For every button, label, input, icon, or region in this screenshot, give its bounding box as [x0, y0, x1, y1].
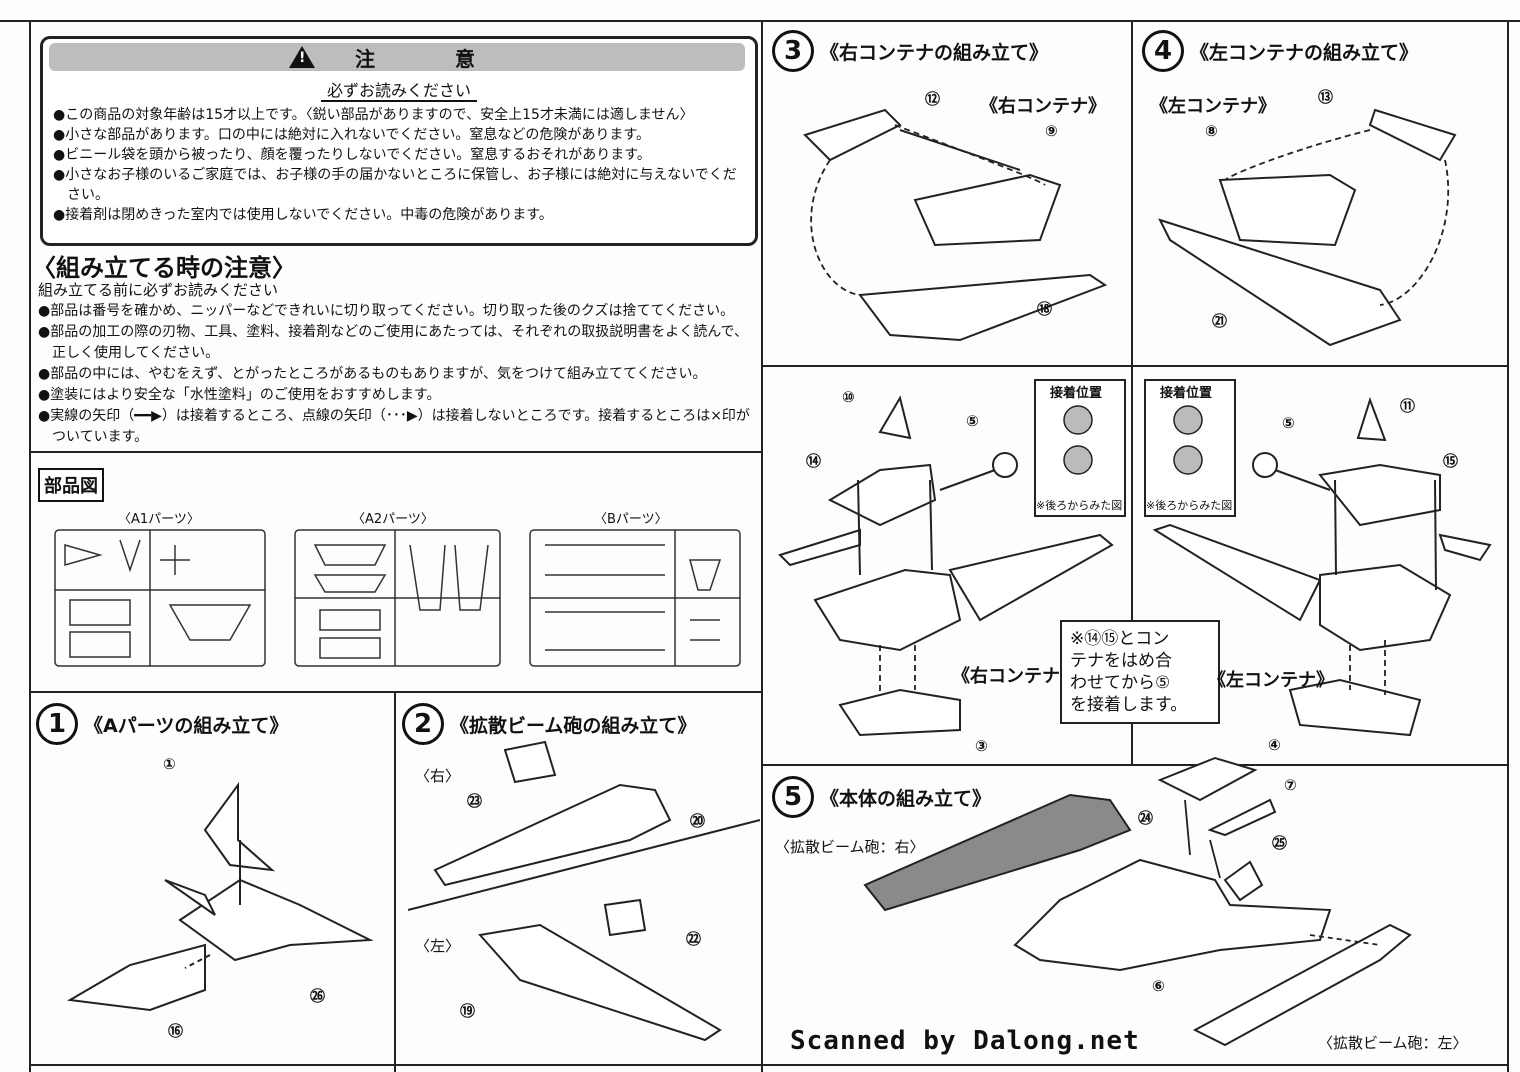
step3-part-18: ⑱	[1037, 300, 1053, 318]
assembly-note-item: ●部品は番号を確かめ、ニッパーなどできれいに切り取ってください。切り取った後のク…	[38, 303, 735, 319]
step3-subtitle: 《右コンテナ》	[980, 96, 1106, 117]
caution-box: 注 意 必ずお読みください ●この商品の対象年齢は15才以上です。〈鋭い部品があ…	[40, 36, 758, 246]
step2-left-label: 〈左〉	[415, 937, 461, 955]
step3-title: 《右コンテナの組み立て》	[820, 41, 1049, 64]
step2-part-22: ㉒	[686, 930, 702, 948]
step2-right-label: 〈右〉	[415, 767, 461, 785]
step5-header: 5 《本体の組み立て》	[772, 776, 991, 818]
caution-item: ●小さなお子様のいるご家庭では、お子様の手の届かないところに保管し、お子様には絶…	[53, 167, 737, 203]
step1-part-26: ㉖	[310, 987, 326, 1005]
step1-number: 1	[36, 703, 78, 745]
runner-a1-label: 〈A1パーツ〉	[118, 512, 200, 527]
assembly-note-item: ●塗装にはより安全な「水性塗料」のご使用をおすすめします。	[38, 387, 441, 403]
caution-header: 注 意	[49, 43, 745, 71]
warning-icon	[289, 46, 315, 68]
caution-title: 注 意	[355, 46, 505, 71]
assembly-notes-title: 〈組み立てる時の注意〉	[32, 254, 296, 282]
step2-header: 2 《拡散ビーム砲の組み立て》	[402, 703, 696, 745]
step5-number: 5	[772, 776, 814, 818]
step3-subtitle-2: 《右コンテナ》	[952, 666, 1078, 687]
step3-part-14: ⑭	[806, 452, 822, 470]
assembly-notes-subtitle: 組み立てる前に必ずお読みください	[38, 281, 279, 299]
assembly-note-item: ●部品の中には、やむをえず、とがったところがあるものもありますが、気をつけて組み…	[38, 366, 707, 382]
step3-part-3: ③	[975, 737, 988, 755]
step1-part-1: ①	[163, 755, 176, 773]
step3-header: 3 《右コンテナの組み立て》	[772, 30, 1048, 72]
step3-glue-label: 接着位置	[1050, 386, 1103, 401]
step3-part-10: ⑩	[842, 388, 855, 406]
callout-line: わせてから⑤	[1070, 673, 1171, 693]
assembly-notes: 組み立てる前に必ずお読みください ●部品は番号を確かめ、ニッパーなどできれいに切…	[38, 280, 754, 448]
callout-line: テナをはめ合	[1070, 651, 1172, 671]
step5-part-25: ㉕	[1272, 834, 1288, 852]
beam-right-label: 〈拡散ビーム砲：右〉	[775, 838, 925, 856]
step4-subtitle: 《左コンテナ》	[1150, 96, 1276, 117]
step4-part-8: ⑧	[1205, 122, 1218, 140]
assembly-note-item: ●実線の矢印（━━▶）は接着するところ、点線の矢印（･･･▶）は接着しないところ…	[38, 408, 750, 445]
beam-left-label: 〈拡散ビーム砲：左〉	[1318, 1034, 1468, 1052]
caution-item: ●接着剤は閉めきった室内では使用しないでください。中毒の危険があります。	[53, 207, 553, 223]
step3-part-9: ⑨	[1045, 122, 1058, 140]
caution-item: ●小さな部品があります。口の中には絶対に入れないでください。窒息などの危険があり…	[53, 127, 650, 143]
step5-title: 《本体の組み立て》	[820, 787, 992, 810]
parts-diagram-label: 部品図	[38, 468, 104, 502]
step3-part-5: ⑤	[966, 412, 979, 430]
callout-note: ※⑭⑮とコン テナをはめ合 わせてから⑤ を接着します。	[1060, 620, 1220, 724]
step5-part-7: ⑦	[1284, 776, 1297, 794]
step1-part-16: ⑯	[168, 1022, 184, 1040]
step2-title: 《拡散ビーム砲の組み立て》	[450, 714, 697, 737]
scanner-credit: Scanned by Dalong.net	[790, 1026, 1140, 1056]
caution-subtitle: 必ずお読みください	[43, 77, 755, 102]
assembly-note-item: ●部品の加工の際の刃物、工具、塗料、接着剤などのご使用にあたっては、それぞれの取…	[38, 324, 748, 361]
step1-title: 《Aパーツの組み立て》	[84, 714, 289, 737]
step4-number: 4	[1142, 30, 1184, 72]
step4-part-4: ④	[1268, 736, 1281, 754]
step3-part-12: ⑫	[925, 90, 941, 108]
step3-number: 3	[772, 30, 814, 72]
step2-part-23: ㉓	[467, 792, 483, 810]
step1-header: 1 《Aパーツの組み立て》	[36, 703, 288, 745]
step4-header: 4 《左コンテナの組み立て》	[1142, 30, 1418, 72]
caution-item: ●この商品の対象年齢は15才以上です。〈鋭い部品がありますので、安全上15才未満…	[53, 107, 694, 123]
step4-subtitle-2: 《左コンテナ》	[1208, 670, 1334, 691]
caution-item: ●ビニール袋を頭から被ったり、顔を覆ったりしないでください。窒息するおそれがあり…	[53, 147, 651, 163]
step5-part-6: ⑥	[1152, 977, 1165, 995]
step4-part-15: ⑮	[1443, 452, 1459, 470]
callout-line: ※⑭⑮とコン	[1070, 629, 1170, 649]
runner-a2-label: 〈A2パーツ〉	[352, 512, 434, 527]
step3-rear-view: ※後ろからみた図	[1036, 499, 1123, 512]
step2-part-19: ⑲	[460, 1002, 476, 1020]
step4-rear-view: ※後ろからみた図	[1146, 499, 1233, 512]
step5-part-24: ㉔	[1138, 809, 1154, 827]
callout-line: を接着します。	[1070, 695, 1188, 715]
caution-list: ●この商品の対象年齢は15才以上です。〈鋭い部品がありますので、安全上15才未満…	[53, 105, 743, 225]
step4-title: 《左コンテナの組み立て》	[1190, 41, 1419, 64]
runner-b-label: 〈Bパーツ〉	[594, 512, 668, 527]
step2-number: 2	[402, 703, 444, 745]
step4-part-13: ⑬	[1318, 88, 1334, 106]
step2-part-20: ⑳	[690, 812, 706, 830]
step4-part-5: ⑤	[1282, 414, 1295, 432]
step4-part-21: ㉑	[1212, 312, 1228, 330]
step4-part-11: ⑪	[1400, 397, 1416, 415]
step4-glue-label: 接着位置	[1160, 386, 1213, 401]
